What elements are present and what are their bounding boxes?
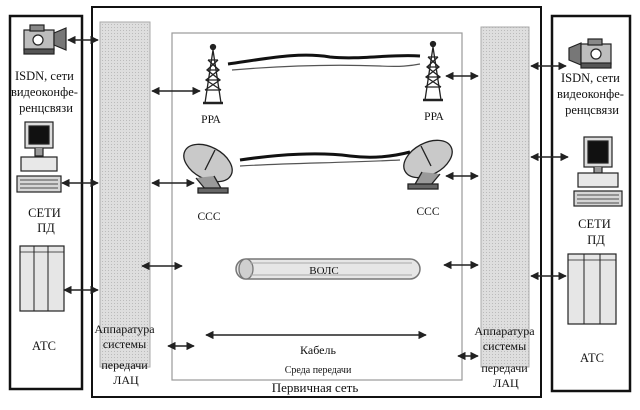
satellite-dish-right-icon [403, 139, 453, 190]
left-ats-label: АТС [32, 339, 56, 353]
videocamera-right-icon [568, 38, 612, 69]
videocamera-left-icon [23, 24, 67, 55]
equipment-column-left [99, 21, 151, 368]
left-services-label: ISDN, сети видеоконфе- ренцсвязи [11, 69, 81, 115]
rra-left-label: РРА [201, 114, 221, 126]
right-ats-label: АТС [580, 351, 604, 365]
medium-label: Среда передачи [285, 365, 352, 376]
computer-left-icon [16, 121, 62, 193]
fiber-label: ВОЛС [309, 265, 339, 277]
rra-tower-right-icon [423, 40, 443, 102]
equipment-right-label: Аппаратура системы передачи ЛАЦ [474, 324, 537, 390]
radio-link-wave-lower [231, 63, 421, 71]
cable-label: Кабель [300, 343, 336, 357]
equipment-left-label: Аппаратура системы передачи ЛАЦ [94, 322, 157, 387]
sss-left-label: ССС [197, 211, 220, 223]
ats-left-icon [19, 245, 65, 312]
right-services-label: ISDN, сети видеоконфе- ренцсвязи [557, 71, 627, 117]
primary-network-frame [91, 6, 542, 398]
fiber-optic-line-icon [235, 258, 421, 280]
rra-tower-left-icon [203, 43, 223, 105]
satellite-link-wave [239, 150, 411, 162]
computer-right-icon [573, 136, 623, 207]
sss-right-label: ССС [416, 206, 439, 218]
right-data-net-label: СЕТИ ПД [578, 217, 614, 247]
primary-network-label: Первичная сеть [272, 380, 359, 395]
satellite-link-wave-lower [239, 159, 401, 167]
satellite-dish-left-icon [183, 143, 233, 194]
radio-link-wave [227, 53, 421, 66]
ats-right-icon [567, 253, 617, 325]
left-data-net-label: СЕТИ ПД [28, 206, 64, 235]
left-user-frame [8, 14, 84, 391]
equipment-column-right [480, 26, 530, 368]
rra-right-label: РРА [424, 111, 444, 123]
transmission-medium-box [171, 32, 463, 381]
right-user-frame [550, 14, 632, 393]
